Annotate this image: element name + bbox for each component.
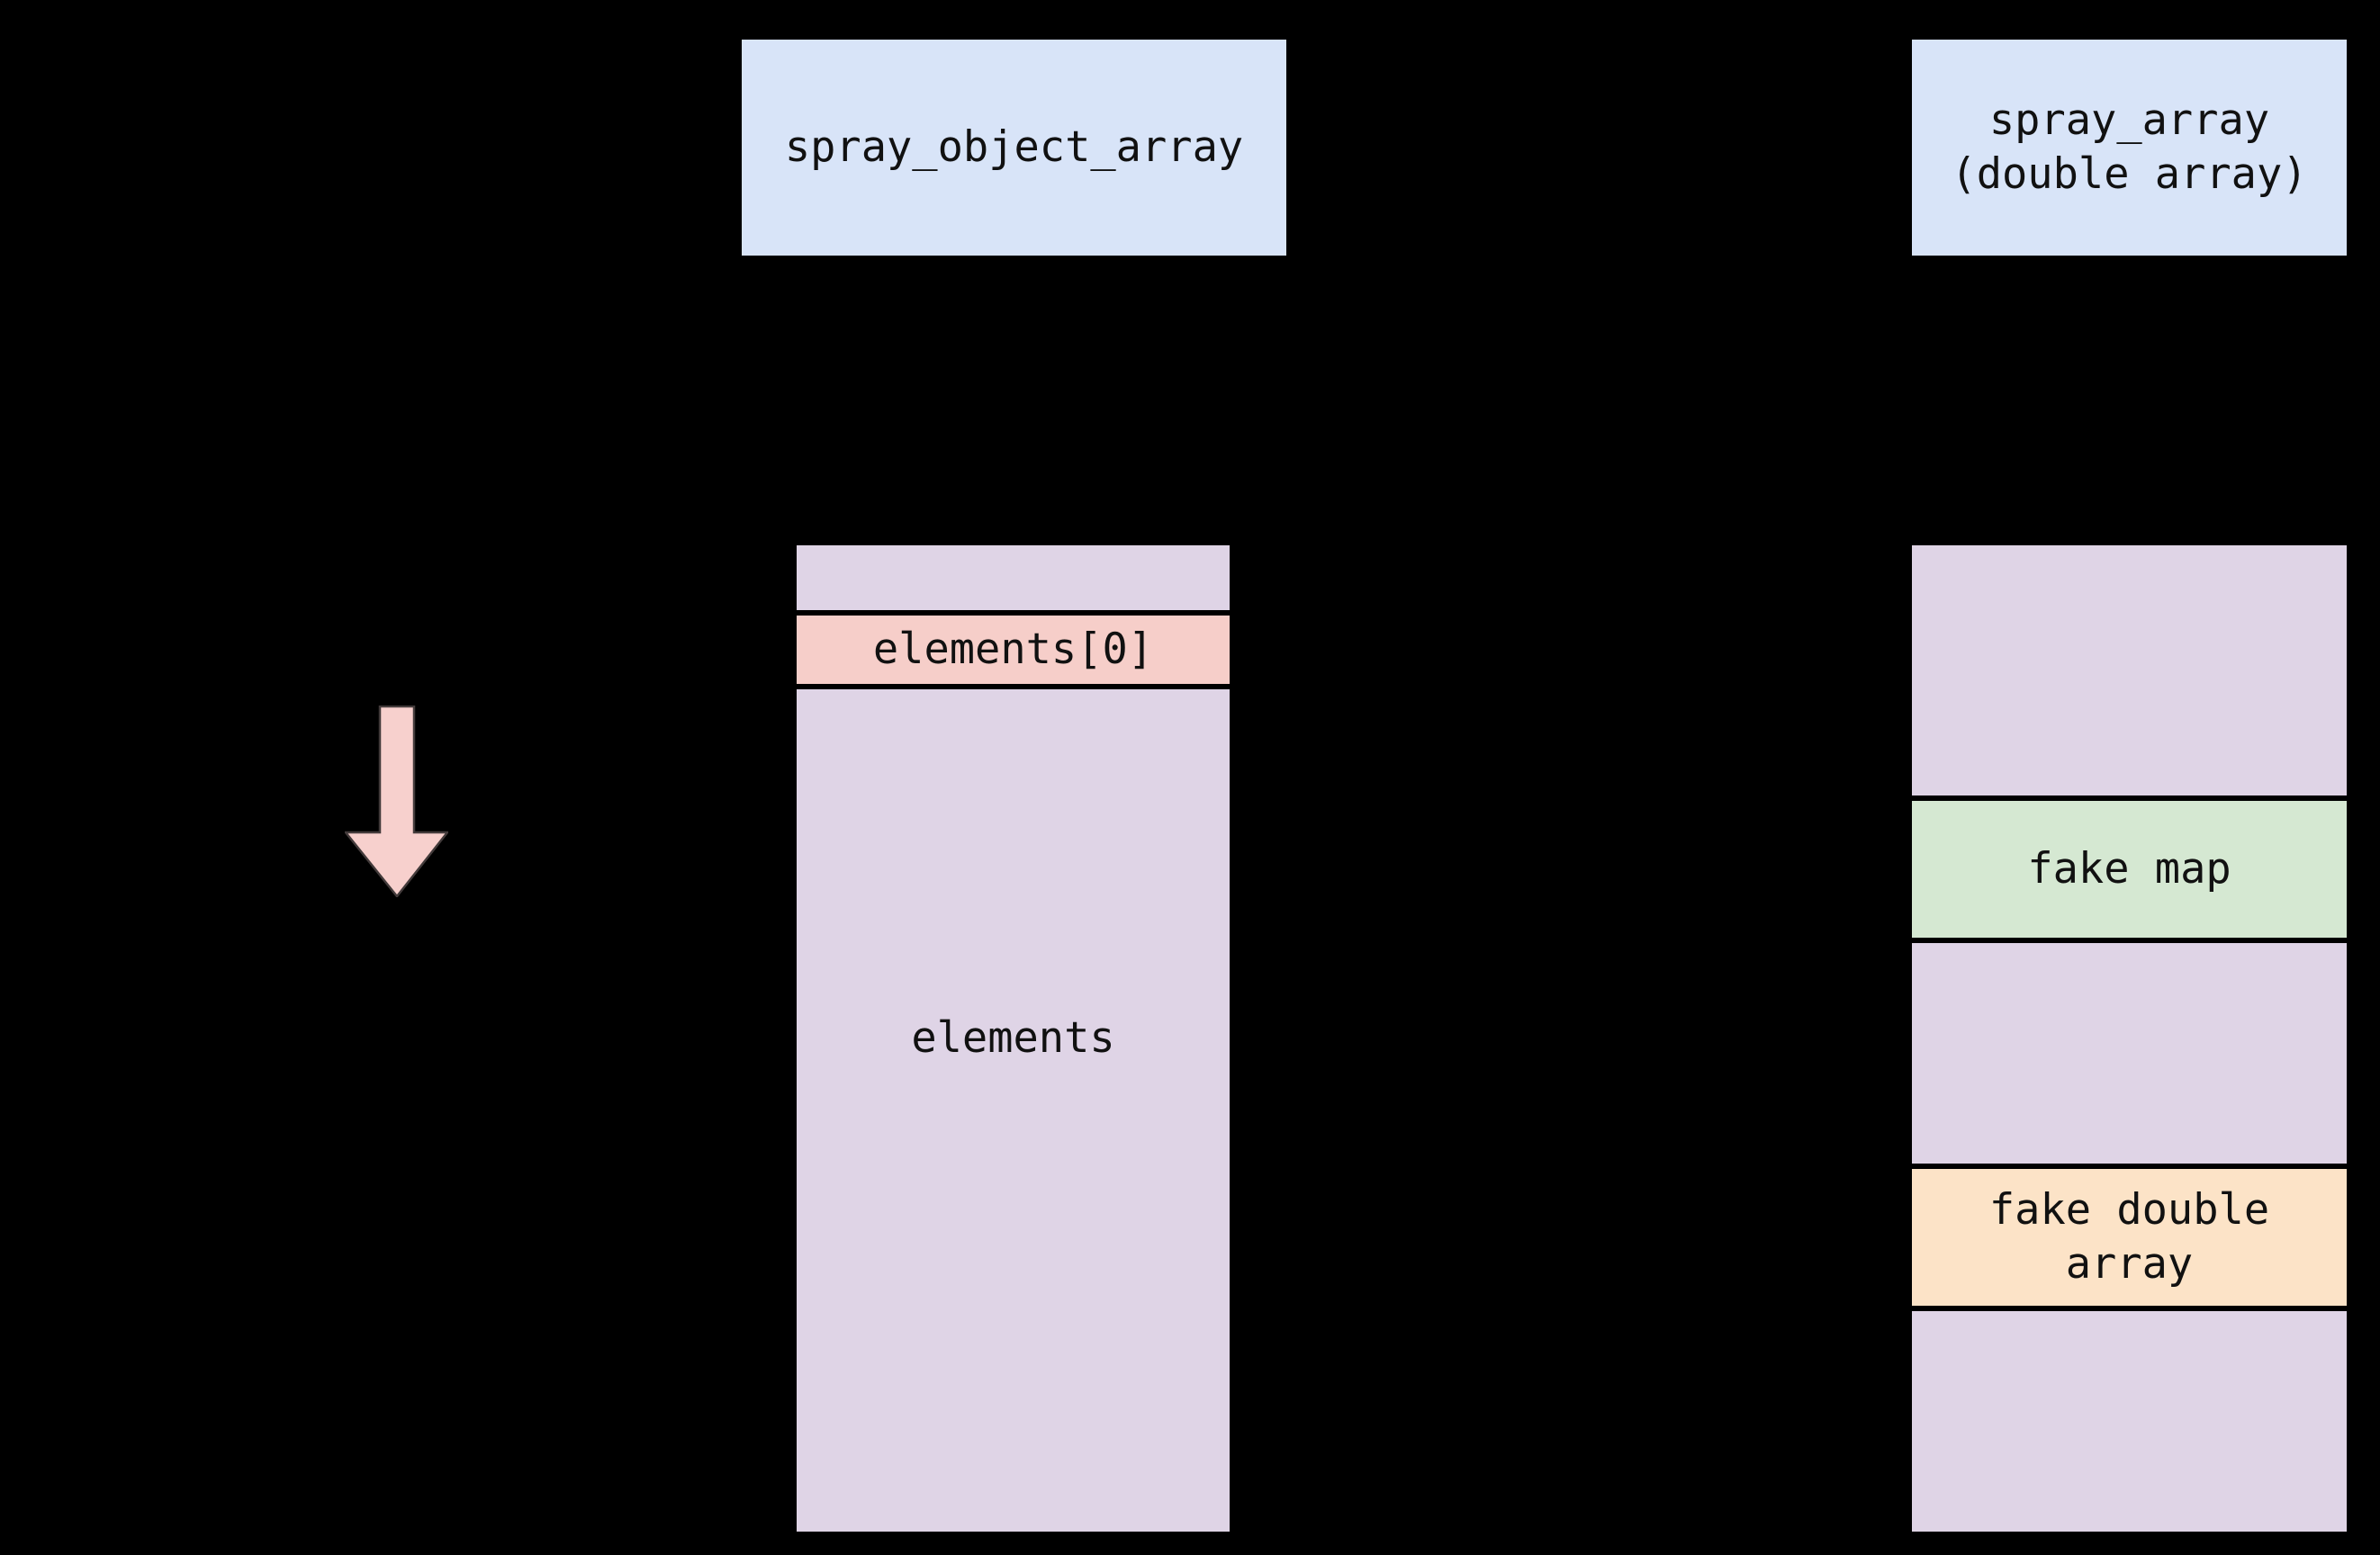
spray-array-header: spray_array (double array): [1912, 40, 2347, 256]
spray-object-array-header: spray_object_array: [742, 40, 1286, 256]
spray-array-title: spray_array (double array): [1951, 95, 2308, 199]
fake-double-array-cell: fake double array: [1912, 1169, 2347, 1306]
elements-label: elements: [911, 1013, 1115, 1063]
cell-divider: [1912, 1164, 2347, 1169]
spray-array-cell-middle: [1912, 943, 2347, 1164]
fake-map-cell: fake map: [1912, 801, 2347, 938]
fake-map-label: fake map: [2027, 844, 2231, 894]
spray-array-cell-top: [1912, 545, 2347, 795]
elements-0-label: elements[0]: [872, 625, 1154, 674]
cell-divider: [1912, 938, 2347, 943]
fake-double-array-label: fake double array: [1988, 1185, 2270, 1289]
elements-0-cell: elements[0]: [797, 610, 1230, 689]
spray-array-cell-bottom: [1912, 1311, 2347, 1532]
spray-array-column: fake map fake double array: [1912, 545, 2347, 1532]
down-arrow-icon: [345, 706, 448, 897]
spray-object-array-title: spray_object_array: [784, 122, 1244, 172]
cell-divider: [1912, 795, 2347, 801]
cell-divider: [1912, 1306, 2347, 1311]
spray-object-array-column: elements: [797, 545, 1230, 1532]
